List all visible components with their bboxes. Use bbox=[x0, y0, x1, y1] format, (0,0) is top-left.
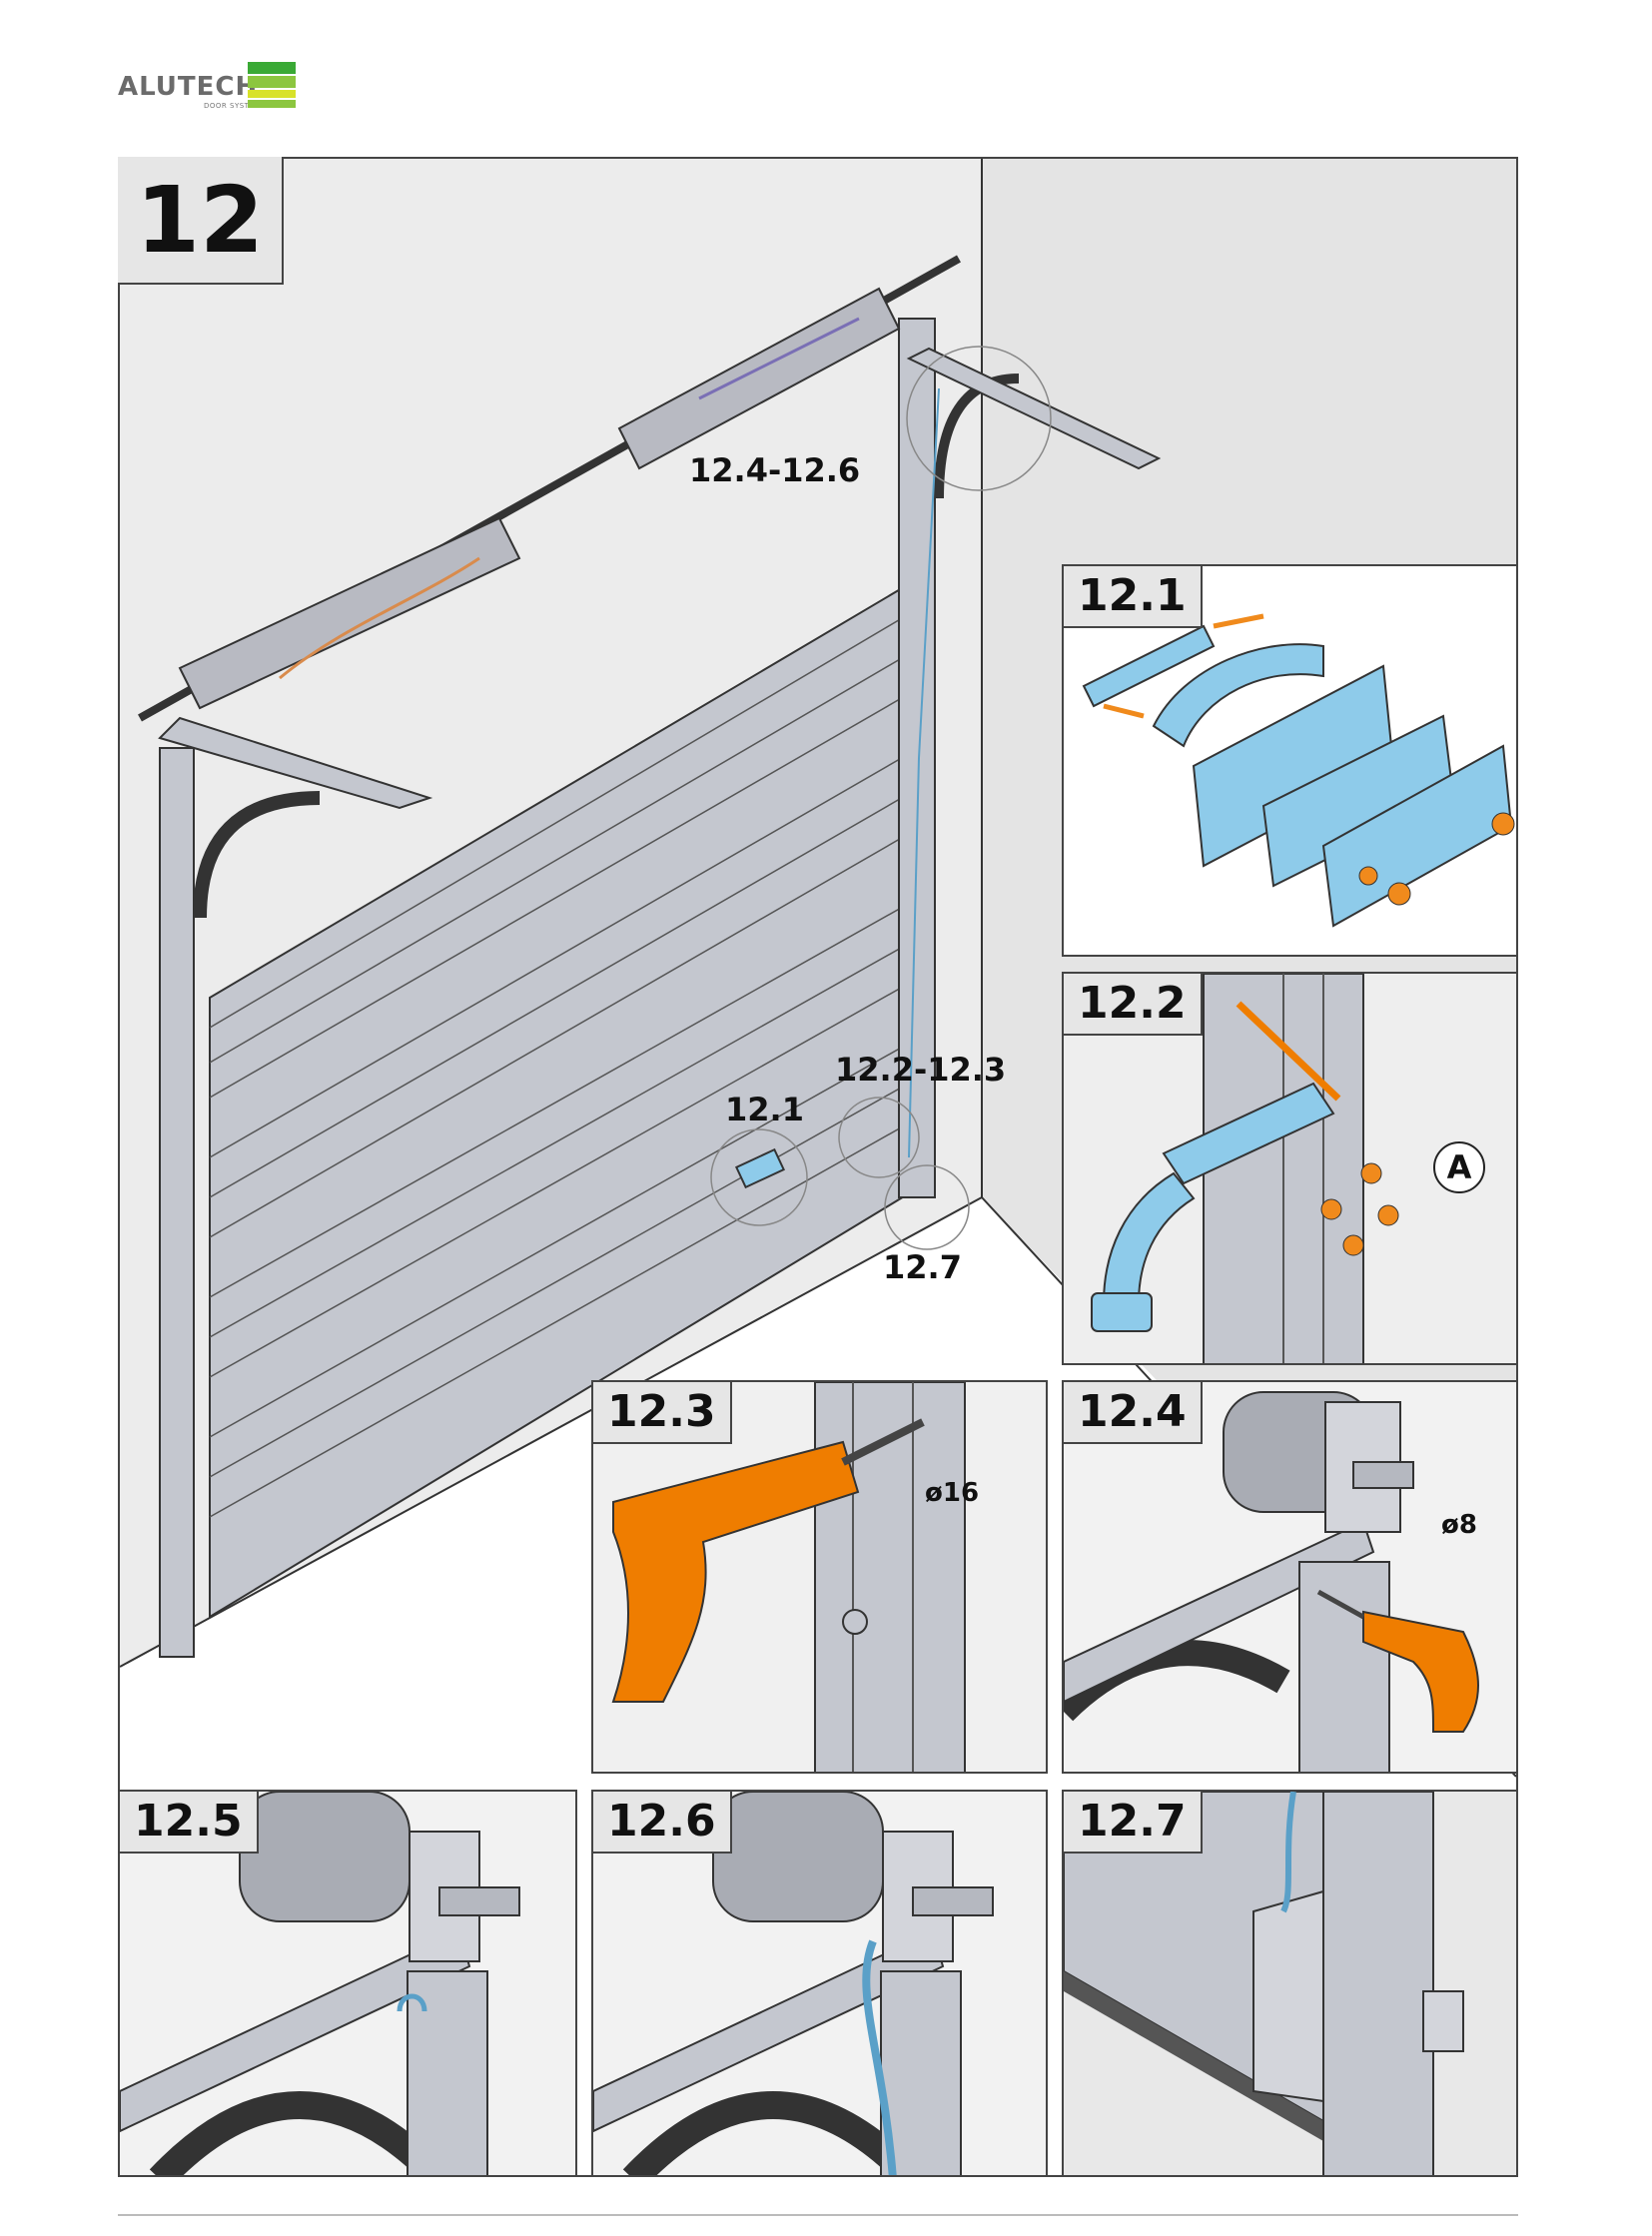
dimension-8: ø8 bbox=[1441, 1510, 1477, 1540]
marker-a: A bbox=[1433, 1141, 1485, 1193]
dimension-16: ø16 bbox=[925, 1478, 980, 1508]
footer-rule bbox=[118, 2214, 1518, 2216]
step-number: 12 bbox=[118, 157, 284, 285]
cable-attach-illustration bbox=[593, 1792, 1046, 2175]
callout-springs: 12.4-12.6 bbox=[689, 451, 861, 489]
drill-16-illustration bbox=[593, 1382, 1046, 1772]
callout-cable: 12.7 bbox=[883, 1248, 962, 1286]
panel-12-6: 12.6 bbox=[591, 1790, 1048, 2177]
panel-12-4: 12.4 ø8 bbox=[1062, 1380, 1518, 1774]
panel-12-3: 12.3 ø16 bbox=[591, 1380, 1048, 1774]
panel-label-12-3: 12.3 bbox=[593, 1382, 732, 1444]
spring-bracket-illustration bbox=[120, 1792, 575, 2175]
brand-mark-icon bbox=[248, 62, 296, 108]
handle-assembly-illustration bbox=[1082, 613, 1515, 928]
drill-8-illustration bbox=[1064, 1382, 1516, 1772]
panel-12-7: 12.7 bbox=[1062, 1790, 1518, 2177]
brand-name: ALUTECH bbox=[118, 72, 259, 102]
panel-label-12-6: 12.6 bbox=[593, 1792, 732, 1854]
panel-label-12-4: 12.4 bbox=[1064, 1382, 1203, 1444]
panel-12-5: 12.5 bbox=[118, 1790, 577, 2177]
callout-lock: 12.2-12.3 bbox=[835, 1051, 1007, 1089]
bottom-bracket-illustration bbox=[1064, 1792, 1516, 2175]
panel-12-2: 12.2 A bbox=[1062, 972, 1518, 1365]
panel-label-12-7: 12.7 bbox=[1064, 1792, 1203, 1854]
panel-12-1: 12.1 bbox=[1062, 564, 1518, 957]
panel-label-12-2: 12.2 bbox=[1064, 974, 1203, 1036]
brand-logo: ALUTECH DOOR SYSTEMS bbox=[118, 62, 298, 114]
panel-label-12-5: 12.5 bbox=[120, 1792, 259, 1854]
panel-label-12-1: 12.1 bbox=[1064, 566, 1203, 628]
brand-tagline: DOOR SYSTEMS bbox=[204, 102, 266, 110]
callout-handle: 12.1 bbox=[725, 1091, 804, 1128]
